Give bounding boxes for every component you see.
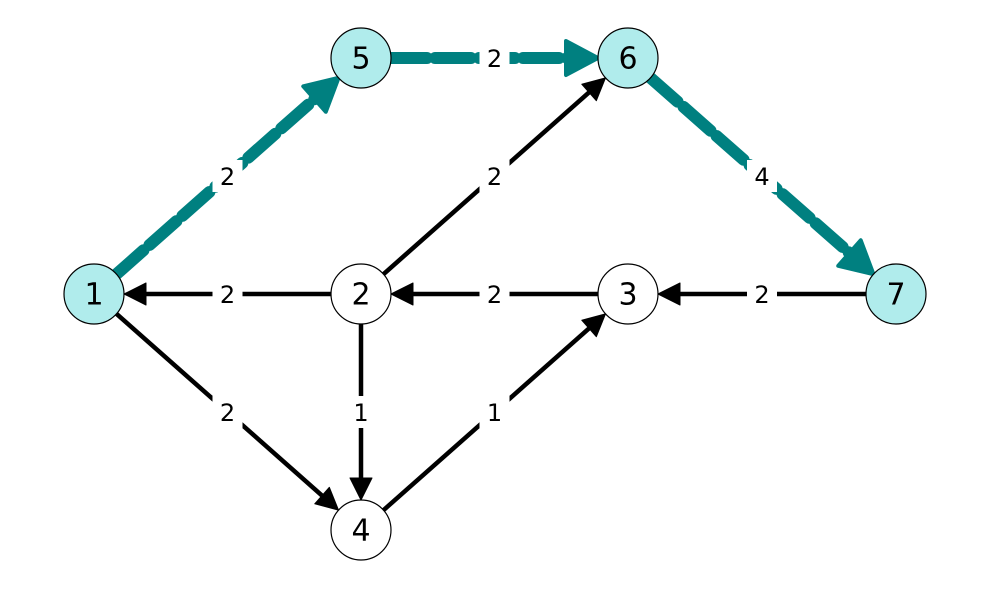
edge-weight-label: 2 [747,278,777,310]
edge-weight: 2 [220,399,235,427]
edge-weight-label: 1 [346,396,376,428]
weight-label-background [346,396,376,428]
node-label: 7 [886,278,905,313]
edge-weight: 2 [487,281,502,309]
edge-weight: 1 [353,399,368,427]
node-label: 6 [618,42,637,77]
nodes-layer: 1 2 3 4 5 6 7 [63,27,927,561]
node-1: 1 [63,263,125,325]
arrowhead [390,282,414,306]
node-3: 3 [597,263,659,325]
edges-layer [110,39,876,512]
edge-weight: 2 [220,281,235,309]
node-label: 4 [351,514,370,549]
node-circle [330,263,392,325]
edge-weight-label: 2 [212,160,243,192]
node-7: 7 [865,263,927,325]
weight-label-background [479,42,510,74]
node-circle [330,499,392,561]
arrowhead [349,477,373,501]
weight-label-background [212,160,243,192]
node-circle [597,27,659,89]
weight-label-background [479,396,510,428]
arrowhead [314,486,340,511]
arrowhead [564,39,600,77]
edge-weight: 1 [487,399,502,427]
arrowhead [836,238,876,277]
node-4: 4 [330,499,392,561]
edge-weight: 2 [487,45,502,73]
arrowhead [657,282,681,306]
weight-label-background [479,278,510,310]
edge-weight-label: 4 [747,160,777,192]
node-circle [597,263,659,325]
node-label: 5 [351,42,370,77]
node-label: 3 [618,278,637,313]
node-circle [63,263,125,325]
node-label: 1 [84,278,103,313]
node-6: 6 [597,27,659,89]
edge-weight-label: 1 [479,396,510,428]
edge-weight: 2 [754,281,769,309]
edge-weight-label: 2 [479,278,510,310]
edge-weight: 2 [220,163,235,191]
node-circle [865,263,927,325]
weight-label-background [212,278,243,310]
edge-weight-labels-layer: 2 2 4 2 2 2 2 2 1 1 [212,42,777,428]
edge-weight: 4 [754,163,769,191]
weight-label-background [747,278,777,310]
arrowhead [581,313,607,338]
weight-label-background [479,160,510,192]
edge-weight: 2 [487,163,502,191]
node-circle [330,27,392,89]
arrowhead [301,75,341,114]
node-5: 5 [330,27,392,89]
weight-label-background [212,396,243,428]
edge-weight-label: 2 [479,42,510,74]
node-2: 2 [330,263,392,325]
arrowhead [581,77,607,102]
edge-weight-label: 2 [212,278,243,310]
edge-weight-label: 2 [212,396,243,428]
arrowhead [123,282,147,306]
edge-weight-label: 2 [479,160,510,192]
weight-label-background [747,160,777,192]
node-label: 2 [351,278,370,313]
